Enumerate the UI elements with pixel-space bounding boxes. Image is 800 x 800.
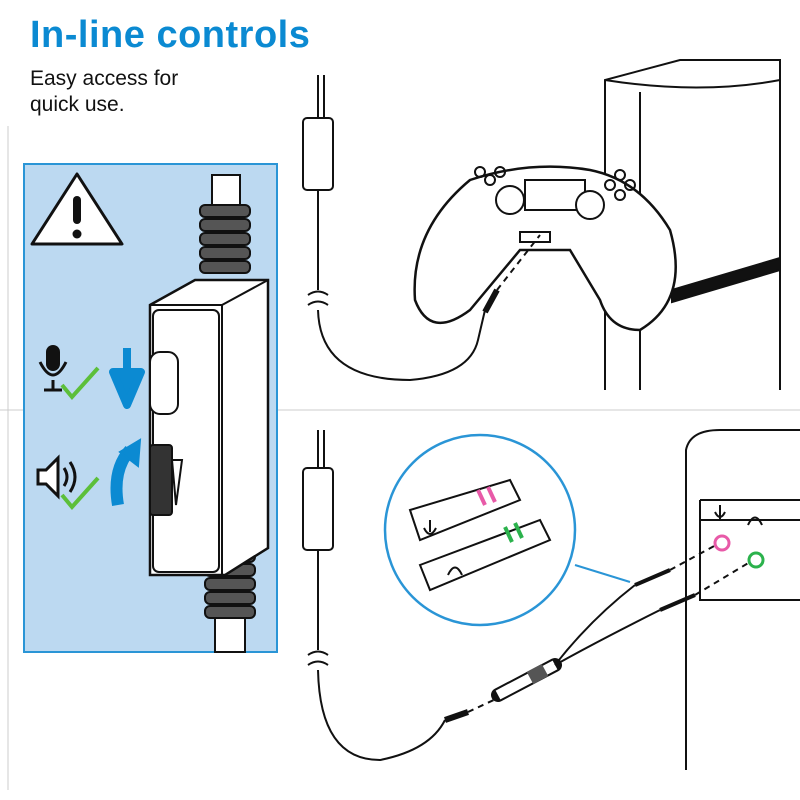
microphone-icon	[714, 505, 726, 520]
microphone-icon	[423, 520, 437, 535]
mic-jack	[713, 534, 731, 552]
microphone-icon	[38, 345, 68, 392]
headset-cable-top	[302, 75, 541, 382]
warning-icon	[30, 172, 124, 246]
checkmark-icon	[60, 476, 100, 511]
splitter-adapter	[491, 544, 751, 702]
plug-closeup-callout	[383, 433, 631, 627]
speaker-icon	[36, 454, 77, 500]
mute-switch	[149, 351, 179, 415]
inline-control-closeup-panel	[23, 163, 278, 653]
headphone-jack	[747, 551, 765, 569]
pc-tower	[685, 429, 800, 770]
page-subtitle: Easy access for quick use.	[30, 67, 179, 116]
headphone-icon	[447, 566, 463, 576]
game-controller	[413, 165, 677, 332]
volume-wheel	[149, 444, 173, 516]
headphone-icon	[747, 516, 763, 526]
headset-cable-bottom	[302, 430, 499, 762]
checkmark-icon	[60, 366, 100, 401]
inline-control-box	[148, 278, 270, 577]
cable-top	[199, 174, 251, 274]
arrow-down-icon	[109, 348, 145, 409]
page-title: In-line controls	[30, 14, 311, 56]
